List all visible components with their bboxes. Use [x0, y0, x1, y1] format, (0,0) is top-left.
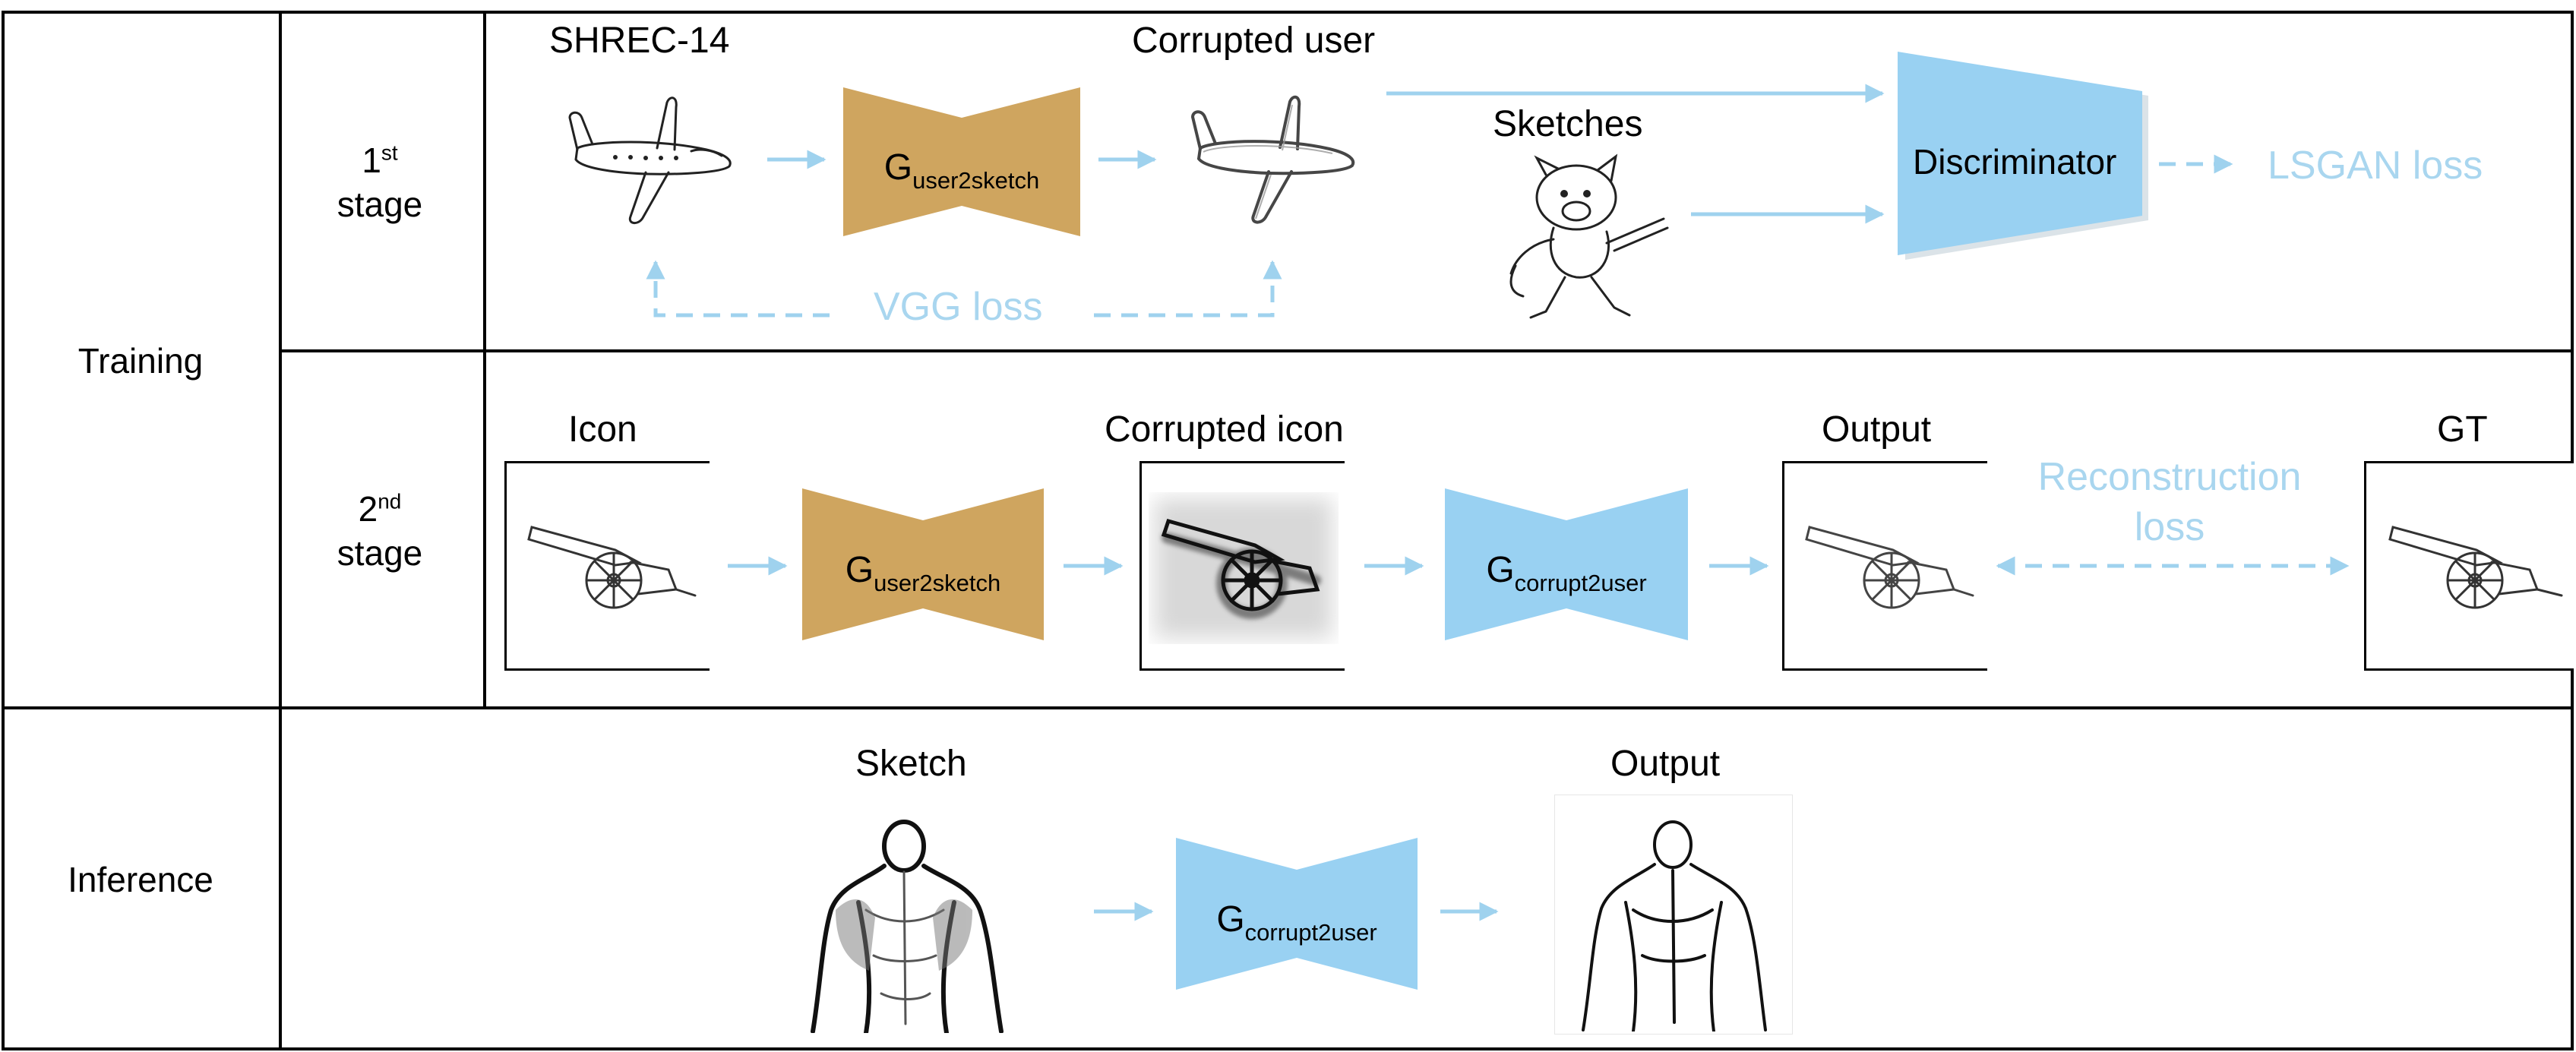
generator-sub: user2sketch: [874, 570, 1001, 596]
corrupted-cannon-icon: [1155, 498, 1332, 638]
human-back-sketch: [811, 820, 1004, 1033]
stage2-corrupt2user-generator: Gcorrupt2user: [1445, 488, 1688, 640]
second-stage-word: stage: [337, 532, 423, 573]
first-stage-word: stage: [337, 184, 423, 224]
gt-panel: [2364, 461, 2574, 671]
reconstruction-loss-line1: Reconstruction: [2037, 455, 2302, 499]
gt-label: GT: [2437, 409, 2488, 450]
airplane-sketch: [568, 96, 732, 224]
sketches-label: Sketches: [1493, 104, 1643, 144]
first-stage-suffix: st: [381, 141, 398, 165]
stage2-output-panel: [1782, 461, 1987, 671]
inference-corrupt2user-generator: Gcorrupt2user: [1176, 838, 1418, 990]
stage-divider: [279, 349, 2574, 352]
second-stage-number: 2: [358, 489, 378, 529]
stage1-user2sketch-generator: Guser2sketch: [843, 87, 1080, 236]
vgg-loss-label: VGG loss: [874, 285, 1043, 329]
generator-main: G: [1486, 550, 1515, 590]
reconstruction-loss-line2: loss: [2134, 505, 2205, 549]
cannon-gt-icon: [2388, 526, 2563, 609]
training-inference-divider: [2, 706, 2574, 709]
stage-label-divider: [483, 11, 486, 709]
discriminator: Discriminator: [1898, 52, 2148, 261]
lsgan-loss-label: LSGAN loss: [2268, 144, 2483, 188]
cannon-sketch-icon: [527, 526, 697, 609]
row-label-divider: [279, 11, 282, 1050]
training-row-label: Training: [77, 341, 204, 381]
pig-sketch: [1509, 153, 1669, 319]
generator-shape: [802, 488, 1044, 640]
first-stage-label: 1st stage: [304, 139, 456, 226]
generator-label: Gcorrupt2user: [1176, 899, 1418, 946]
generator-main: G: [845, 550, 874, 590]
human-back-output: [1582, 820, 1767, 1031]
generator-label: Guser2sketch: [843, 147, 1080, 194]
generator-shape: [1445, 488, 1688, 640]
generator-shape: [1176, 838, 1418, 990]
inference-sketch-label: Sketch: [855, 744, 967, 784]
icon-panel: [504, 461, 710, 671]
generator-main: G: [1216, 899, 1245, 940]
discriminator-shape: [1898, 52, 2148, 260]
second-stage-label: 2nd stage: [304, 488, 456, 575]
generator-sub: user2sketch: [912, 167, 1040, 194]
generator-shape: [843, 87, 1080, 236]
generator-sub: corrupt2user: [1514, 570, 1647, 596]
icon-label: Icon: [568, 409, 637, 450]
generator-main: G: [883, 147, 913, 188]
corrupted-user-label: Corrupted user: [1132, 21, 1376, 61]
inference-output-label: Output: [1610, 744, 1721, 784]
inference-row-label: Inference: [68, 860, 213, 899]
corrupted-airplane-sketch: [1190, 95, 1355, 224]
generator-label: Gcorrupt2user: [1445, 549, 1688, 597]
discriminator-label: Discriminator: [1913, 142, 2117, 182]
corrupted-icon-label: Corrupted icon: [1105, 409, 1344, 450]
first-stage-number: 1: [362, 141, 381, 180]
second-stage-suffix: nd: [378, 489, 402, 513]
stage2-user2sketch-generator: Guser2sketch: [802, 488, 1044, 640]
cannon-output-icon: [1805, 526, 1974, 609]
shrec-label: SHREC-14: [549, 21, 730, 61]
stage2-output-label: Output: [1822, 409, 1932, 450]
generator-label: Guser2sketch: [802, 549, 1044, 597]
generator-sub: corrupt2user: [1244, 919, 1377, 946]
